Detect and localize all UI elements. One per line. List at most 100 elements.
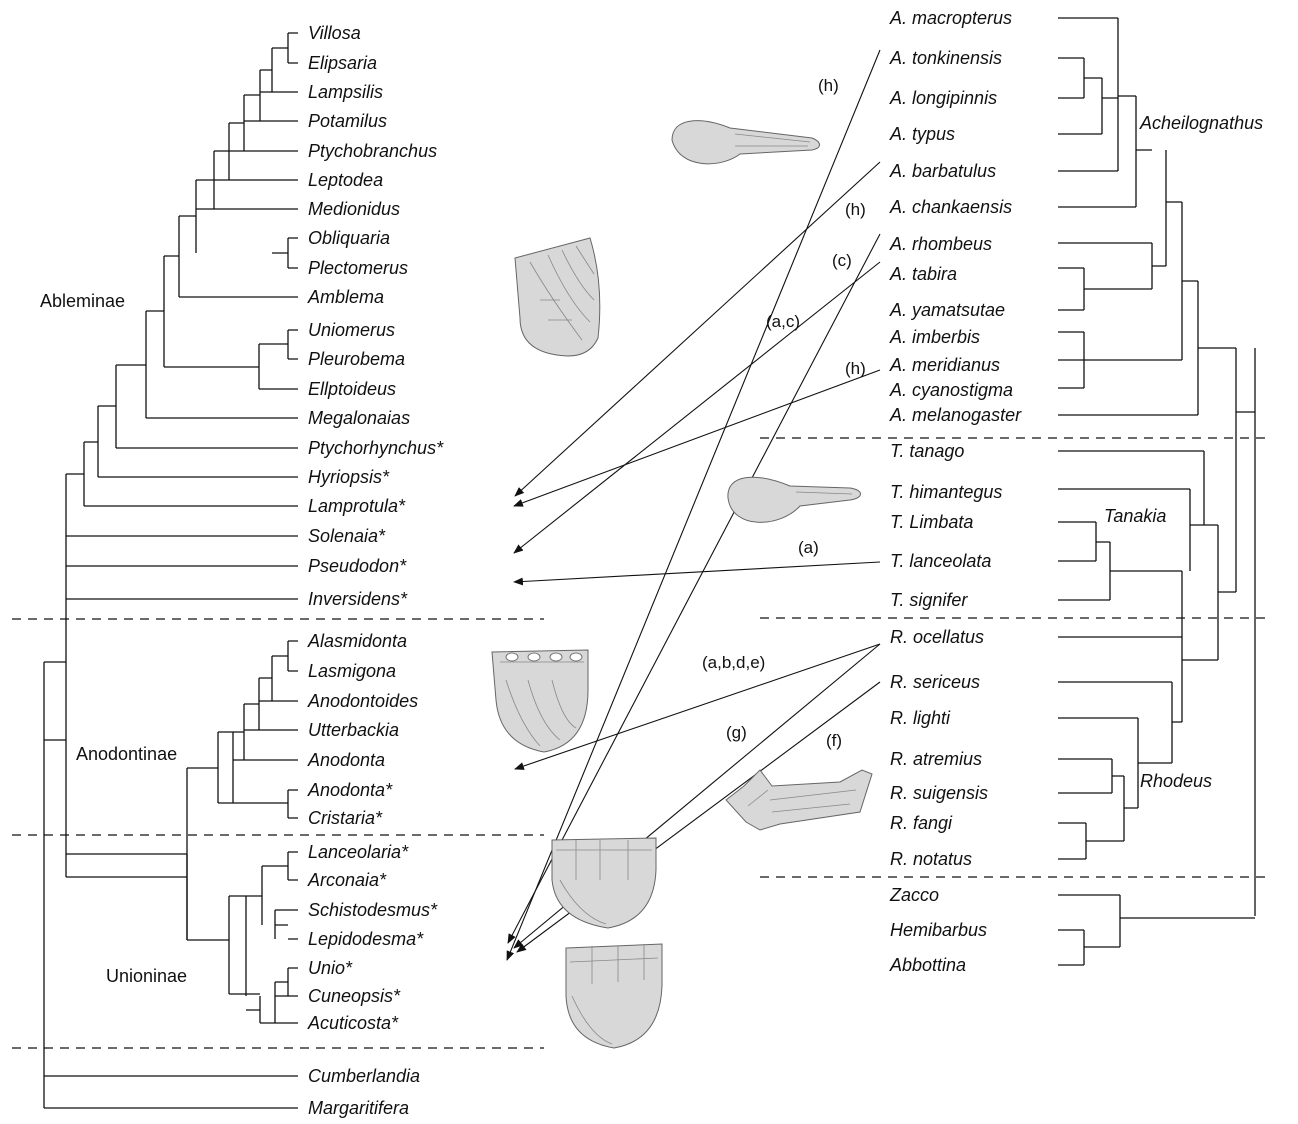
arrow-meridianus-lamprotula (513, 369, 881, 507)
fish-taxon-3: A. typus (889, 124, 955, 144)
arrow-barbatulus-lamprotula (514, 161, 881, 497)
fish-taxon-11: A. cyanostigma (889, 380, 1013, 400)
fish-taxon-14: T. himantegus (890, 482, 1002, 502)
genus-acheilognathus: Acheilognathus (1139, 113, 1263, 133)
fish-taxon-5: A. chankaensis (889, 197, 1012, 217)
assoc-label: (g) (726, 723, 747, 742)
mussel-taxon-10: Uniomerus (308, 320, 395, 340)
fish-genus-labels: Acheilognathus Tanakia Rhodeus (1104, 113, 1263, 791)
gill-illustration-1 (514, 237, 601, 357)
assoc-label: (a,c) (766, 312, 800, 331)
subfamily-ambleminae: Ableminae (40, 291, 125, 311)
mussel-taxon-14: Ptychorhynchus* (308, 438, 444, 458)
fish-taxon-6: A. rhombeus (889, 234, 992, 254)
fish-taxon-23: R. fangi (890, 813, 953, 833)
mussel-taxon-12: Ellptoideus (308, 379, 396, 399)
mussel-taxon-25: Anodonta* (307, 780, 393, 800)
fish-taxon-12: A. melanogaster (889, 405, 1022, 425)
fish-taxon-9: A. imberbis (889, 327, 980, 347)
genus-rhodeus: Rhodeus (1140, 771, 1212, 791)
mussel-taxon-21: Lasmigona (308, 661, 396, 681)
gill-illustration-4 (565, 943, 663, 1049)
fish-taxon-25: Zacco (889, 885, 939, 905)
mussel-tip-labels: VillosaElipsariaLampsilisPotamilusPtycho… (307, 23, 444, 1118)
fish-taxon-8: A. yamatsutae (889, 300, 1005, 320)
mussel-taxon-18: Pseudodon* (308, 556, 407, 576)
mussel-taxon-8: Plectomerus (308, 258, 408, 278)
mussel-taxon-19: Inversidens* (308, 589, 408, 609)
mussel-taxon-17: Solenaia* (308, 526, 386, 546)
fish-taxon-13: T. tanago (890, 441, 964, 461)
mussel-taxon-35: Margaritifera (308, 1098, 409, 1118)
mussel-taxon-1: Elipsaria (308, 53, 377, 73)
fish-taxon-7: A. tabira (889, 264, 957, 284)
mussel-tree-branches (43, 32, 298, 1109)
subfamily-anodontinae: Anodontinae (76, 744, 177, 764)
arrow-tabira-solenaia (513, 261, 881, 554)
assoc-label: (f) (826, 731, 842, 750)
fish-taxon-20: R. lighti (890, 708, 951, 728)
fish-taxon-17: T. signifer (890, 590, 968, 610)
association-labels: (h) (h) (c) (a,c) (h) (a) (a,b,d,e) (g) … (702, 76, 866, 750)
assoc-label: (a,b,d,e) (702, 653, 765, 672)
association-arrows (506, 49, 881, 961)
fish-taxon-27: Abbottina (889, 955, 966, 975)
fish-taxon-2: A. longipinnis (889, 88, 997, 108)
mussel-taxon-32: Cuneopsis* (308, 986, 401, 1006)
mussel-taxon-34: Cumberlandia (308, 1066, 420, 1086)
genus-tanakia: Tanakia (1104, 506, 1166, 526)
fish-taxon-19: R. sericeus (890, 672, 980, 692)
mussel-taxon-29: Schistodesmus* (308, 900, 438, 920)
mussel-dividers (12, 618, 544, 1049)
fish-dividers (760, 437, 1270, 878)
mussel-taxon-26: Cristaria* (308, 808, 383, 828)
assoc-label: (h) (845, 200, 866, 219)
fish-taxon-1: A. tonkinensis (889, 48, 1002, 68)
fish-taxon-22: R. suigensis (890, 783, 988, 803)
assoc-label: (c) (832, 251, 852, 270)
fish-taxon-18: R. ocellatus (890, 627, 984, 647)
mussel-taxon-28: Arconaia* (307, 870, 387, 890)
assoc-label: (h) (818, 76, 839, 95)
mussel-taxon-0: Villosa (308, 23, 361, 43)
larva-illustration-top (671, 120, 820, 165)
fish-taxon-4: A. barbatulus (889, 161, 996, 181)
mussel-taxon-20: Alasmidonta (307, 631, 407, 651)
arrow-rhombeus-lepidodesma (507, 233, 881, 944)
assoc-label: (a) (798, 538, 819, 557)
fish-taxon-26: Hemibarbus (890, 920, 987, 940)
mussel-taxon-23: Utterbackia (308, 720, 399, 740)
fish-taxon-24: R. notatus (890, 849, 972, 869)
gill-illustration-3 (551, 837, 657, 929)
fish-ovipositor-illustration (725, 769, 873, 831)
mussel-taxon-22: Anodontoides (307, 691, 418, 711)
mussel-taxon-30: Lepidodesma* (308, 929, 424, 949)
mussel-taxon-15: Hyriopsis* (308, 467, 390, 487)
mussel-taxon-27: Lanceolaria* (308, 842, 409, 862)
mussel-taxon-6: Medionidus (308, 199, 400, 219)
mussel-taxon-33: Acuticosta* (307, 1013, 399, 1033)
mussel-taxon-13: Megalonaias (308, 408, 410, 428)
mussel-taxon-2: Lampsilis (308, 82, 383, 102)
mussel-taxon-24: Anodonta (307, 750, 385, 770)
mussel-taxon-9: Amblema (307, 287, 384, 307)
larva-illustration-middle (727, 476, 861, 523)
mussel-taxon-7: Obliquaria (308, 228, 390, 248)
assoc-label: (h) (845, 359, 866, 378)
gill-illustration-2 (491, 649, 589, 753)
fish-taxon-16: T. lanceolata (890, 551, 991, 571)
fish-tree-branches (1058, 17, 1256, 966)
fish-taxon-10: A. meridianus (889, 355, 1000, 375)
mussel-taxon-4: Ptychobranchus (308, 141, 437, 161)
mussel-taxon-5: Leptodea (308, 170, 383, 190)
subfamily-unioninae: Unioninae (106, 966, 187, 986)
arrow-lanceolata-pseudodon (513, 561, 881, 586)
mussel-taxon-11: Pleurobema (308, 349, 405, 369)
fish-taxon-21: R. atremius (890, 749, 982, 769)
arrow-tonkinensis-lanceolaria (506, 49, 881, 961)
fish-taxon-15: T. Limbata (890, 512, 973, 532)
mussel-taxon-3: Potamilus (308, 111, 387, 131)
